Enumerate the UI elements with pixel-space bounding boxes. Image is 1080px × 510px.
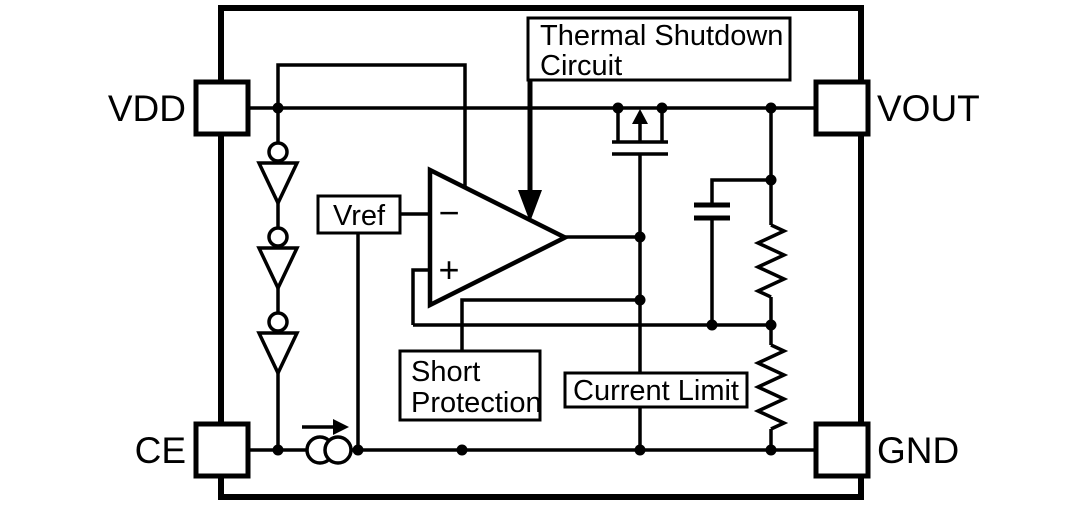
amp-supply-wire xyxy=(276,63,467,189)
error-amp-triangle xyxy=(427,166,571,309)
feedback-resistor-top xyxy=(753,223,789,299)
thermal-arrow-head xyxy=(518,190,542,222)
pin-pad-gnd xyxy=(813,421,871,479)
capacitor-branch-wire xyxy=(710,178,771,325)
pin-pad-vout xyxy=(813,79,871,137)
junction-dot xyxy=(765,174,777,186)
junction-dot xyxy=(634,444,646,456)
current-source-circle xyxy=(323,435,353,465)
junction-dot xyxy=(765,102,777,114)
pin-label-ce: CE xyxy=(135,430,186,471)
pin-label-vdd: VDD xyxy=(108,88,186,129)
junction-dot xyxy=(634,231,646,243)
junction-dot xyxy=(765,444,777,456)
current-limit-box xyxy=(563,371,749,409)
junction-dot xyxy=(612,102,624,114)
ce-diode-chain xyxy=(256,141,300,378)
current-limit-label: Current Limit xyxy=(573,375,739,407)
pin-label-vout: VOUT xyxy=(877,88,980,129)
junction-dot xyxy=(272,444,284,456)
chain-triangle xyxy=(256,331,300,378)
junction-dot xyxy=(706,319,718,331)
ic-outline xyxy=(218,5,864,500)
junction-dot xyxy=(634,294,646,306)
short-protection-label-line1: Short xyxy=(411,356,480,388)
chain-triangle xyxy=(256,246,300,293)
short-protection-box xyxy=(398,349,542,422)
chain-bubble xyxy=(267,141,289,163)
short-protection-label-line2: Protection xyxy=(411,387,542,419)
error-amplifier: − + xyxy=(427,166,571,309)
thermal-shutdown-label-line1: Thermal Shutdown xyxy=(540,20,783,52)
current-limit-block: Current Limit xyxy=(563,371,749,409)
feedback-resistor-bottom xyxy=(753,343,789,431)
junction-dot xyxy=(656,102,668,114)
junction-dot xyxy=(352,444,364,456)
short-protection-wire xyxy=(460,298,640,351)
pin-label-gnd: GND xyxy=(877,430,959,471)
thermal-shutdown-arrow xyxy=(518,80,542,222)
chain-triangle xyxy=(256,161,300,208)
vref-block: Vref xyxy=(316,194,402,235)
output-capacitor xyxy=(694,202,730,221)
thermal-shutdown-label-line2: Circuit xyxy=(540,50,622,82)
thermal-shutdown-block: Thermal Shutdown Circuit xyxy=(526,16,792,82)
junction-dot xyxy=(765,319,777,331)
ce-current-source xyxy=(302,419,353,465)
junction-dots xyxy=(272,102,777,456)
short-protection-block: Short Protection xyxy=(398,349,542,422)
vref-box xyxy=(316,194,402,235)
junction-dot xyxy=(456,444,468,456)
vref-label: Vref xyxy=(333,200,386,232)
noninverting-input-wire xyxy=(411,268,430,325)
pin-pad-ce xyxy=(193,421,251,479)
transistor-arrow-head xyxy=(632,109,648,124)
current-arrow-head xyxy=(333,419,349,435)
chain-bubble xyxy=(267,311,289,333)
pass-transistor xyxy=(612,108,668,156)
noninverting-input-sign: + xyxy=(438,249,459,290)
inverting-input-sign: − xyxy=(438,192,459,233)
pin-pad-vdd xyxy=(193,79,251,137)
pins: VDD VOUT CE GND xyxy=(108,79,980,479)
thermal-shutdown-box xyxy=(526,16,792,82)
chain-bubble xyxy=(267,226,289,248)
junction-dot xyxy=(272,102,284,114)
